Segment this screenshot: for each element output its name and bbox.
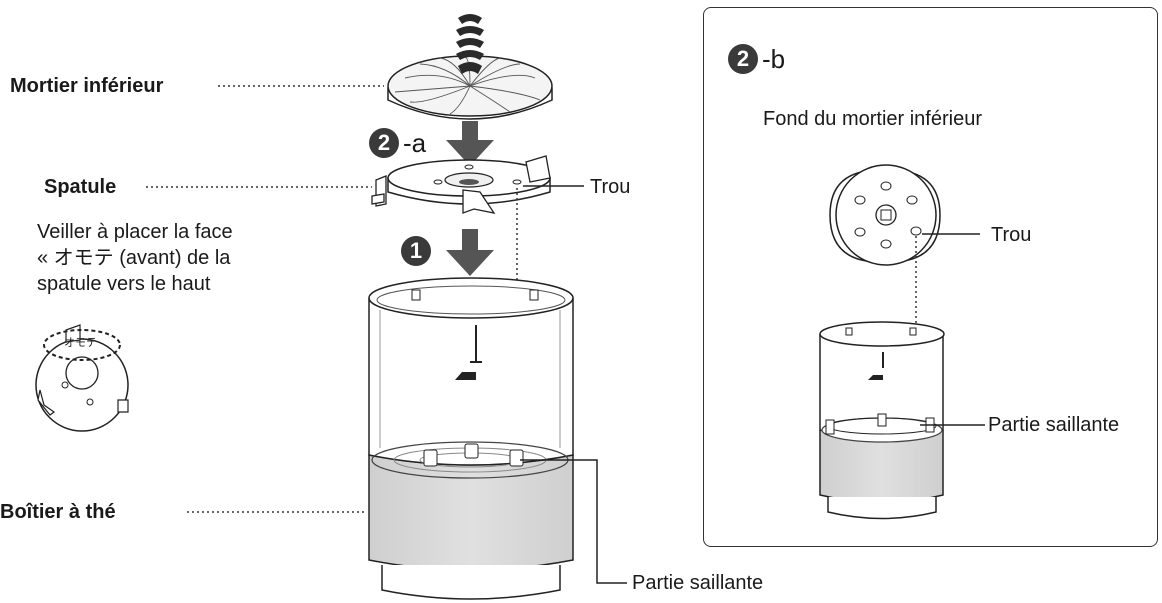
spatula-label: Spatule	[44, 176, 117, 198]
tea-case-small-illustration	[819, 321, 945, 520]
step-number-badge: 2	[369, 128, 399, 158]
panel-hole-label: Trou	[991, 224, 1032, 246]
tea-case-illustration	[368, 277, 574, 600]
spatula-top-view-illustration	[35, 324, 129, 432]
step-2a: 2 -a	[369, 128, 426, 158]
step-1: 1	[401, 236, 435, 266]
mortar-bottom-title: Fond du mortier inférieur	[763, 108, 982, 130]
spatula-illustration	[371, 155, 551, 214]
down-arrow-icon	[446, 121, 494, 166]
lower-mortar-illustration	[387, 14, 553, 120]
step-number-badge: 2	[728, 44, 758, 74]
step-number-badge: 1	[401, 236, 431, 266]
omote-label: オモテ	[64, 337, 97, 349]
hole-label: Trou	[590, 176, 631, 198]
orientation-note: Veiller à placer la face « オモテ (avant) d…	[37, 221, 233, 295]
lower-mortar-label: Mortier inférieur	[10, 75, 164, 97]
step-2b: 2 -b	[728, 44, 785, 74]
protrusion-label: Partie saillante	[632, 572, 764, 594]
panel-protrusion-label: Partie saillante	[988, 414, 1120, 436]
down-arrow-icon	[446, 229, 494, 276]
tea-case-label: Boîtier à thé	[0, 501, 116, 523]
detail-panel	[703, 7, 1158, 547]
mortar-bottom-illustration	[829, 164, 941, 266]
